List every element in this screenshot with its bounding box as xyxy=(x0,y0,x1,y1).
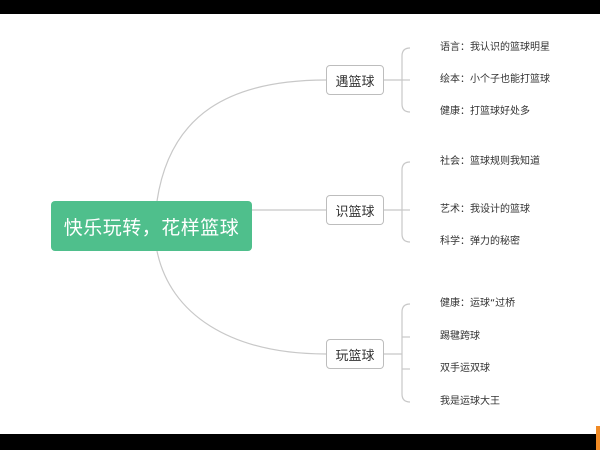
branch-node-1[interactable]: 遇篮球 xyxy=(326,65,384,95)
leaf-3-3[interactable]: 双手运双球 xyxy=(440,363,490,374)
leaf-1-2[interactable]: 绘本：小个子也能打篮球 xyxy=(440,74,550,85)
branch-node-2[interactable]: 识篮球 xyxy=(326,195,384,225)
mindmap-canvas: 快乐玩转，花样篮球 遇篮球 识篮球 玩篮球 语言：我认识的篮球明星 绘本：小个子… xyxy=(0,14,600,434)
leaf-3-2[interactable]: 踢毽跨球 xyxy=(440,331,480,342)
leaf-2-1[interactable]: 社会：篮球规则我知道 xyxy=(440,156,540,167)
branch-node-3[interactable]: 玩篮球 xyxy=(326,339,384,369)
connector-root-branch-1 xyxy=(156,79,327,202)
leaf-2-3[interactable]: 科学：弹力的秘密 xyxy=(440,236,520,247)
scroll-indicator xyxy=(596,426,600,450)
leaf-3-4[interactable]: 我是运球大王 xyxy=(440,396,500,407)
connector-root-branch-3 xyxy=(156,250,327,355)
leaf-1-3[interactable]: 健康：打篮球好处多 xyxy=(440,106,530,117)
leaf-2-2[interactable]: 艺术：我设计的篮球 xyxy=(440,204,530,215)
connector-branch-2-bracket xyxy=(401,161,411,243)
root-node[interactable]: 快乐玩转，花样篮球 xyxy=(51,201,252,251)
connector-branch-3-bracket xyxy=(401,303,411,403)
mindmap-connectors xyxy=(156,47,411,403)
leaf-1-1[interactable]: 语言：我认识的篮球明星 xyxy=(440,42,550,53)
leaf-3-1[interactable]: 健康：运球“过桥 xyxy=(440,298,516,309)
